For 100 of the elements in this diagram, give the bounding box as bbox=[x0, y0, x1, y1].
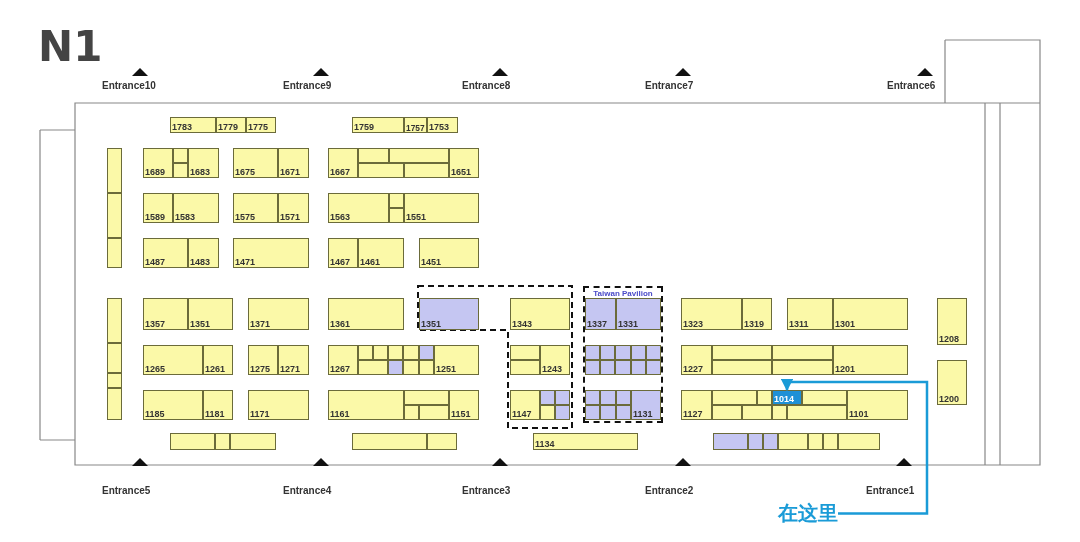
booth bbox=[742, 298, 772, 330]
booth-number: 1261 bbox=[205, 365, 226, 374]
booth bbox=[358, 148, 389, 163]
entrance-label: Entrance1 bbox=[866, 485, 915, 496]
booth bbox=[352, 117, 404, 133]
pavilion-zone bbox=[583, 286, 663, 423]
booth bbox=[328, 238, 358, 268]
booth bbox=[449, 148, 479, 178]
booth bbox=[585, 345, 601, 360]
booth-number: 1775 bbox=[248, 123, 269, 132]
booth bbox=[107, 388, 122, 420]
booth-number: 1147 bbox=[512, 410, 532, 419]
booth bbox=[358, 345, 373, 360]
booth bbox=[540, 345, 570, 375]
booth bbox=[681, 345, 712, 375]
booth bbox=[328, 390, 404, 420]
booth-number: 1227 bbox=[683, 365, 704, 374]
booth bbox=[328, 193, 389, 223]
booth bbox=[170, 117, 216, 133]
booth bbox=[278, 193, 309, 223]
booth-number: 1337 bbox=[587, 320, 608, 329]
booth bbox=[787, 298, 833, 330]
booth bbox=[107, 148, 122, 193]
booth bbox=[712, 360, 772, 375]
booth-number: 1171 bbox=[250, 410, 270, 419]
booth bbox=[712, 345, 772, 360]
booth-number: 1467 bbox=[330, 258, 351, 267]
booth bbox=[248, 298, 309, 330]
booth-number: 1343 bbox=[512, 320, 533, 329]
booth bbox=[712, 405, 742, 420]
booth bbox=[389, 193, 404, 208]
booth-number: 1351 bbox=[190, 320, 211, 329]
booth-number: 1667 bbox=[330, 168, 351, 177]
booth bbox=[143, 298, 188, 330]
highlighted-booth bbox=[772, 390, 802, 405]
booth bbox=[358, 163, 404, 178]
booth bbox=[748, 433, 763, 450]
booth bbox=[585, 390, 600, 405]
booth bbox=[389, 208, 404, 223]
booth-number: 1675 bbox=[235, 168, 256, 177]
booth bbox=[434, 345, 479, 375]
booth-number: 1301 bbox=[835, 320, 856, 329]
booth bbox=[404, 163, 449, 178]
booth-number: 1671 bbox=[280, 168, 301, 177]
booth-number: 1487 bbox=[145, 258, 166, 267]
booth bbox=[248, 345, 278, 375]
booth bbox=[419, 238, 479, 268]
booth bbox=[833, 345, 908, 375]
booth-number: 1683 bbox=[190, 168, 211, 177]
booth bbox=[937, 360, 967, 405]
booth bbox=[823, 433, 838, 450]
booth bbox=[616, 405, 631, 420]
booth bbox=[772, 360, 833, 375]
booth bbox=[616, 390, 631, 405]
entrance-label: Entrance5 bbox=[102, 485, 151, 496]
booth bbox=[404, 405, 419, 420]
booth bbox=[585, 360, 601, 375]
booth-number: 1275 bbox=[250, 365, 271, 374]
booth bbox=[107, 193, 122, 238]
entrance-label: Entrance4 bbox=[283, 485, 332, 496]
booth bbox=[712, 390, 757, 405]
booth-number: 1251 bbox=[436, 365, 457, 374]
booth-number: 1134 bbox=[535, 440, 555, 449]
booth-number: 1265 bbox=[145, 365, 166, 374]
booth bbox=[757, 390, 772, 405]
booth bbox=[143, 193, 173, 223]
booth bbox=[373, 345, 388, 360]
booth bbox=[742, 405, 772, 420]
booth-number: 1331 bbox=[618, 320, 639, 329]
booth bbox=[358, 238, 404, 268]
booth bbox=[388, 345, 403, 360]
booth bbox=[358, 360, 388, 375]
booth bbox=[615, 360, 631, 375]
booth bbox=[847, 390, 908, 420]
booth-number: 1651 bbox=[451, 168, 472, 177]
entrance-label: Entrance9 bbox=[283, 80, 332, 91]
booth bbox=[248, 390, 309, 420]
booth bbox=[510, 360, 540, 375]
entrance-label: Entrance7 bbox=[645, 80, 694, 91]
booth bbox=[404, 117, 427, 133]
booth-number: 1101 bbox=[849, 410, 869, 419]
booth bbox=[510, 390, 540, 420]
booth bbox=[427, 433, 457, 450]
booth bbox=[328, 345, 358, 375]
booth-number: 1357 bbox=[145, 320, 166, 329]
entrance-label: Entrance8 bbox=[462, 80, 511, 91]
booth bbox=[403, 360, 419, 375]
booth bbox=[170, 433, 215, 450]
booth bbox=[216, 117, 246, 133]
booth bbox=[233, 238, 309, 268]
booth bbox=[713, 433, 748, 450]
booth bbox=[107, 238, 122, 268]
booth bbox=[404, 390, 449, 405]
booth-number: 1208 bbox=[939, 335, 960, 344]
booth-number: 1563 bbox=[330, 213, 351, 222]
booth bbox=[540, 405, 555, 420]
booth bbox=[585, 405, 600, 420]
booth bbox=[419, 298, 479, 330]
booth bbox=[600, 360, 616, 375]
booth bbox=[388, 360, 403, 375]
